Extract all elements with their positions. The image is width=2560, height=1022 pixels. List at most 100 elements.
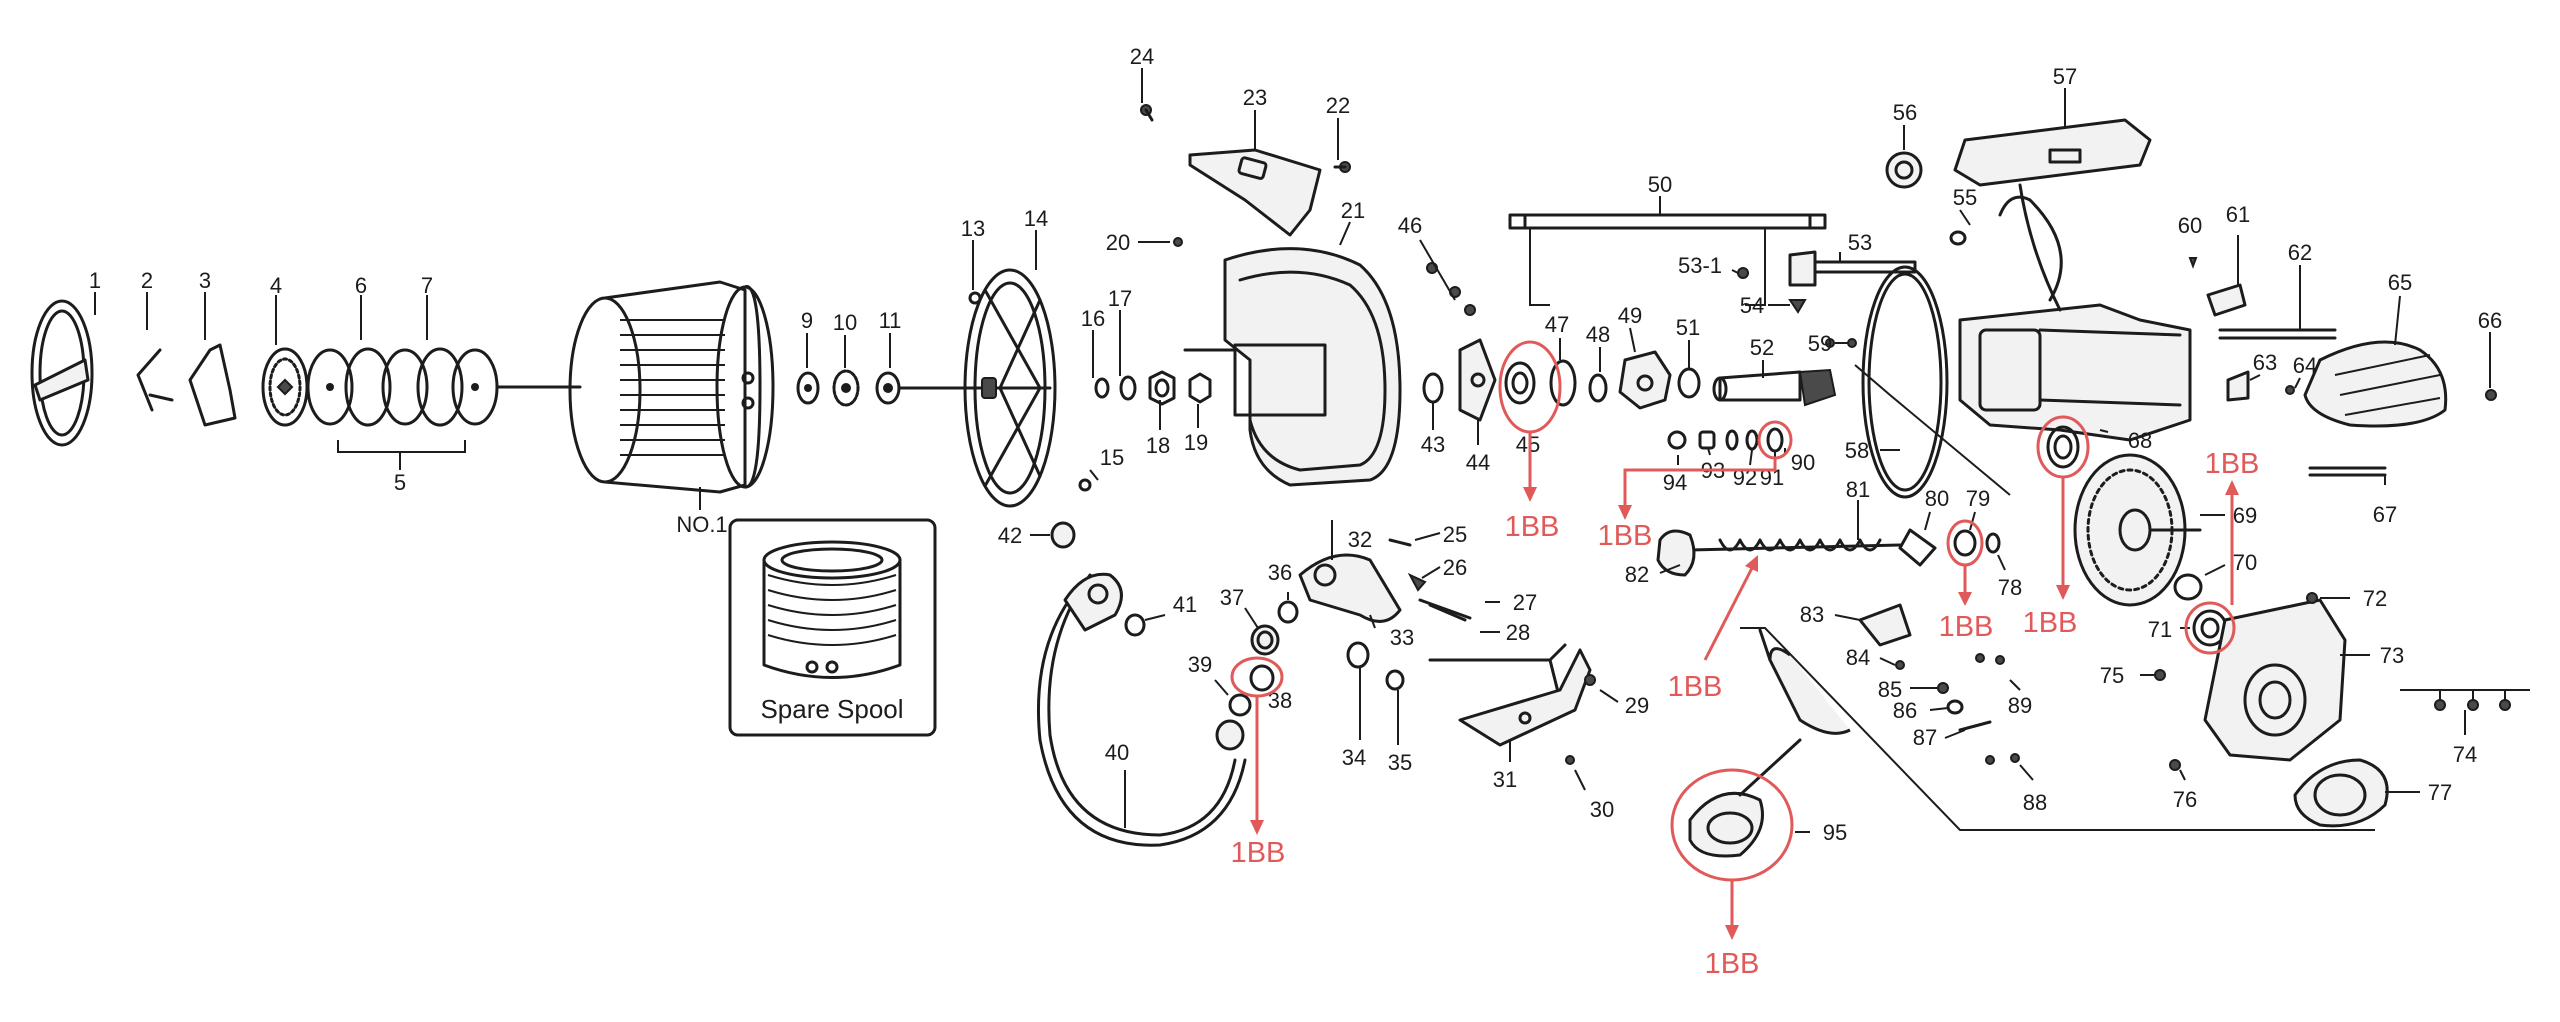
main-shaft-parts-78-89: [1656, 528, 2020, 765]
part-number-label: 49: [1618, 303, 1642, 328]
bb-callout-79: 1BB: [1939, 519, 1994, 643]
part-number-label: 17: [1108, 286, 1132, 311]
part-number-label: 54: [1740, 293, 1764, 318]
part-number-label: 83: [1800, 602, 1824, 627]
spare-spool-label: Spare Spool: [760, 694, 903, 724]
bb-callout-82: 1BB: [1668, 555, 1758, 703]
spring-clip-part-3: [188, 343, 237, 427]
part-number-label: 95: [1823, 820, 1847, 845]
small-parts-16-19: [1094, 370, 1212, 406]
rotor-seal-part-58: [1861, 265, 1949, 499]
part-number-label: 60: [2178, 213, 2202, 238]
part-number-label: 84: [1846, 645, 1870, 670]
rotor-part-21: [1183, 247, 1402, 487]
bb-label: 1BB: [2205, 448, 2260, 480]
part-number-label: 35: [1388, 750, 1412, 775]
bb-callout-95: 1BB: [1670, 768, 1794, 980]
part-number-label: 87: [1913, 725, 1937, 750]
part-number-label: 15: [1100, 445, 1124, 470]
part-number-label: 89: [2008, 693, 2032, 718]
handle-cap-part-77: [2293, 758, 2389, 828]
part-number-label: 45: [1516, 432, 1540, 457]
part-number-label: 86: [1893, 698, 1917, 723]
part-number-label: 68: [2128, 428, 2152, 453]
pinion-gear-part-52: [1712, 368, 1837, 407]
part-number-label: 3: [199, 268, 211, 293]
part-number-label: 80: [1925, 486, 1949, 511]
screw-part-66: [2485, 389, 2497, 401]
part-number-label: 65: [2388, 270, 2412, 295]
part-number-label: 14: [1024, 206, 1048, 231]
part-number-label: 76: [2173, 787, 2197, 812]
part-number-label: 9: [801, 308, 813, 333]
part-number-label: 28: [1506, 620, 1530, 645]
part-number-label: 10: [833, 310, 857, 335]
spool-number-label: NO.1: [676, 512, 727, 537]
bail-support-part-41-42: [1050, 521, 1146, 637]
part-number-label: 75: [2100, 663, 2124, 688]
part-number-label: 67: [2373, 502, 2397, 527]
cover-part-23: [1188, 148, 1322, 237]
washer-part-70: [2173, 573, 2203, 601]
part-number-label: 26: [1443, 555, 1467, 580]
bb-label: 1BB: [1939, 611, 1994, 643]
part-number-label: 22: [1326, 93, 1350, 118]
bb-callout-90: 1BB: [1598, 420, 1793, 552]
frame-parts-57-56-55: [1885, 118, 2152, 312]
part-labels: 1 2 3 4 5 6 7 9 10 11 13 14 15 16 17 18 …: [89, 44, 2530, 845]
shaft-part-50: [1508, 213, 1827, 306]
part-number-label: 36: [1268, 560, 1292, 585]
part-number-label: 88: [2023, 790, 2047, 815]
bb-label: 1BB: [2023, 607, 2078, 639]
spool-no1: [568, 280, 775, 494]
part-number-label: 21: [1341, 198, 1365, 223]
housing-parts-90-94: [1667, 427, 1784, 453]
part-number-label: 90: [1791, 450, 1815, 475]
part-number-label: 79: [1966, 486, 1990, 511]
part-number-label: 62: [2288, 240, 2312, 265]
part-number-label: 30: [1590, 797, 1614, 822]
part-number-label: 53-1: [1678, 253, 1722, 278]
part-number-label: 74: [2453, 742, 2477, 767]
body-part-68: [1958, 195, 2192, 442]
rotor-shield-part-14: [963, 268, 1092, 508]
part-number-label: 31: [1493, 767, 1517, 792]
part-number-label: 18: [1146, 433, 1170, 458]
part-number-label: 32: [1348, 527, 1372, 552]
part-number-label: 66: [2478, 308, 2502, 333]
part-number-label: 46: [1398, 213, 1422, 238]
part-number-label: 50: [1648, 172, 1672, 197]
bb-label: 1BB: [1505, 511, 1560, 543]
bb-label: 1BB: [1668, 671, 1723, 703]
bb-label: 1BB: [1231, 837, 1286, 869]
pinion-washers-43-48: [1422, 338, 1608, 422]
part-number-label: 44: [1466, 450, 1490, 475]
part-number-label: 51: [1676, 315, 1700, 340]
drag-washers-group: [306, 347, 572, 427]
part-number-label: 72: [2363, 586, 2387, 611]
bail-arm-parts-32-35: [1298, 553, 1405, 691]
part-number-label: 41: [1173, 592, 1197, 617]
part-number-label: 24: [1130, 44, 1154, 69]
part-number-label: 39: [1188, 652, 1212, 677]
part-number-label: 56: [1893, 100, 1917, 125]
bb-callout-38: 1BB: [1230, 656, 1286, 869]
spare-spool-inset: Spare Spool: [728, 518, 937, 737]
spool-cap-part-1: [30, 299, 94, 447]
part-number-label: 33: [1390, 625, 1414, 650]
bail-trip-parts-25-31: [1388, 538, 1596, 765]
part-number-label: 7: [421, 273, 433, 298]
part-number-label: 19: [1184, 430, 1208, 455]
part-number-label: 42: [998, 523, 1022, 548]
bb-callout-68: 1BB: [2023, 415, 2090, 639]
part-number-label: 23: [1243, 85, 1267, 110]
screws-22-24-20: [1140, 104, 1351, 247]
part-number-label: 69: [2233, 503, 2257, 528]
part-number-label: 47: [1545, 312, 1569, 337]
part-number-label: 13: [961, 216, 985, 241]
part-number-label: 1: [89, 268, 101, 293]
side-plate-part-73: [2203, 598, 2347, 762]
part-number-label: 48: [1586, 322, 1610, 347]
